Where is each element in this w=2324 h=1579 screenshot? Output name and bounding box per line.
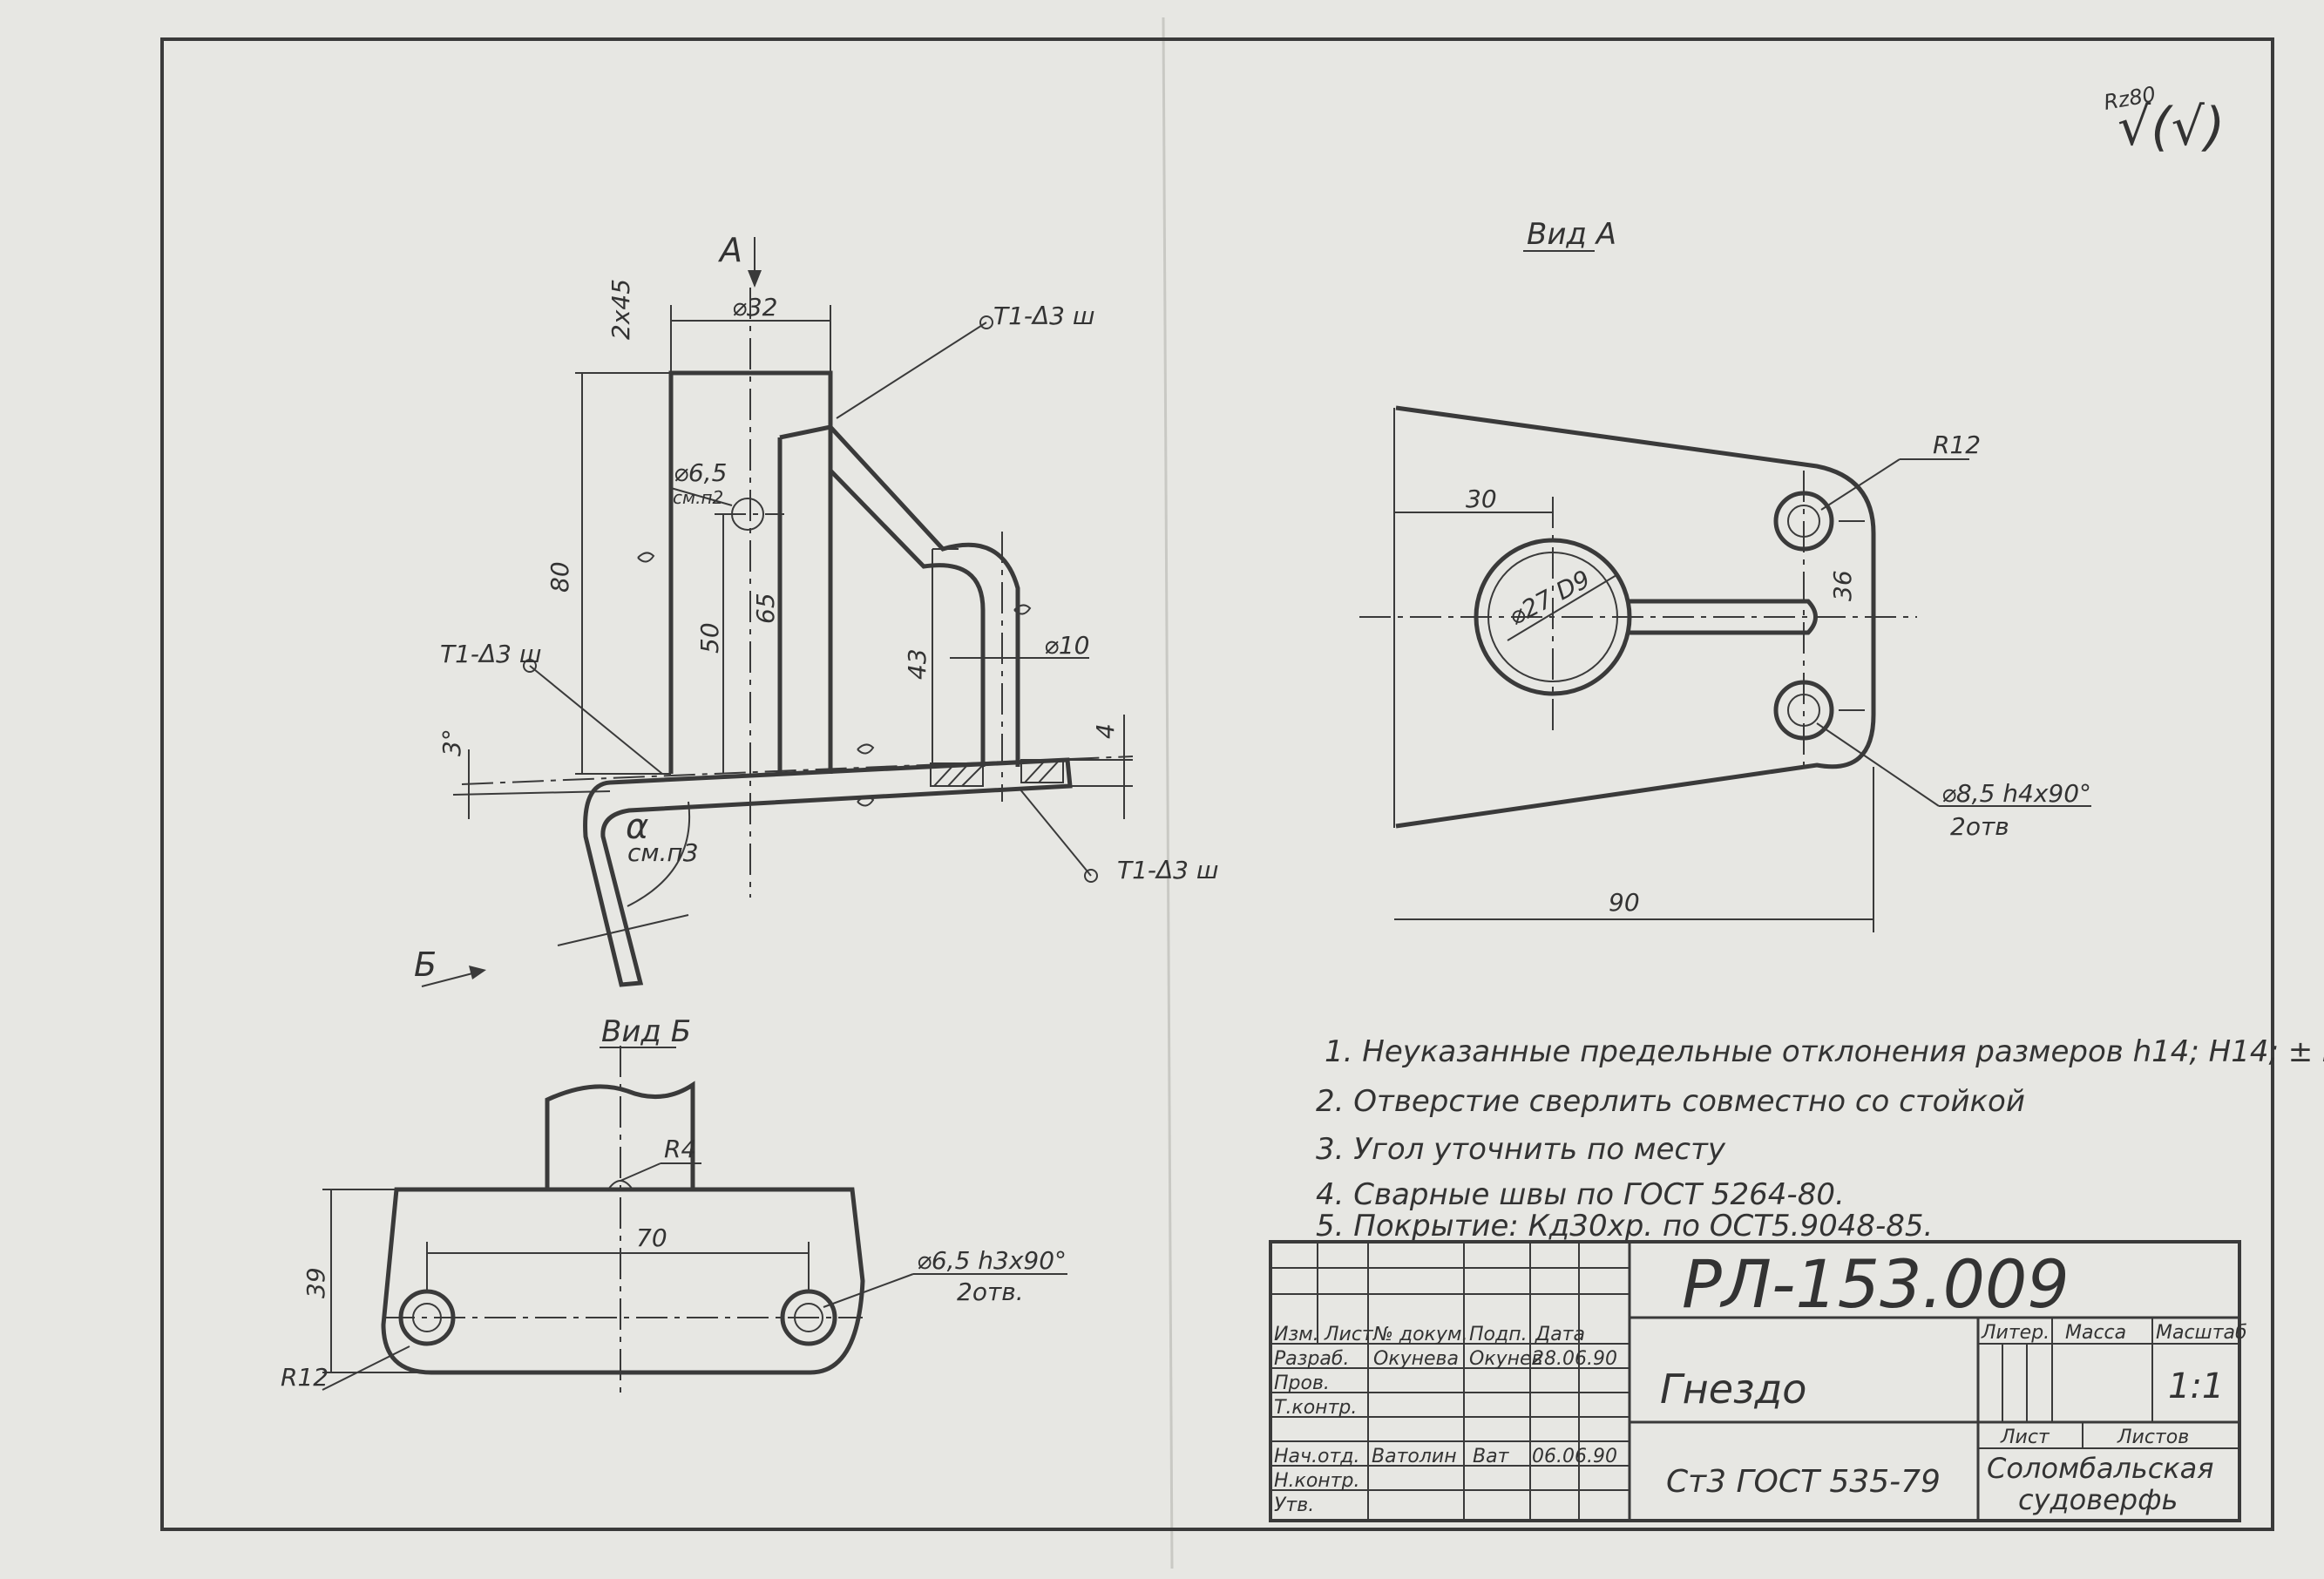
dim-65: 65 [751, 593, 780, 624]
tb-role-utv: Утв. [1274, 1494, 1314, 1516]
tb-col-scale: Масштаб [2156, 1322, 2247, 1344]
tb-sign-nachotd: Ват [1473, 1446, 1510, 1467]
tb-org-line2: судоверфь [2018, 1483, 2178, 1516]
tb-role-nachotd: Нач.отд. [1274, 1446, 1360, 1467]
view-a-holes-label: ⌀8,5 h4x90° [1941, 779, 2091, 808]
tb-scale: 1:1 [2168, 1366, 2224, 1406]
note-1: 1. Неуказанные предельные отклонения раз… [1325, 1034, 2324, 1069]
dim-angle3: 3° [437, 729, 466, 756]
dim-90: 90 [1609, 888, 1640, 917]
view-b: Вид Б 70 39 R4 R12 ⌀6,5 h3x90° 2отв. [281, 1014, 1067, 1394]
tb-name-nachotd: Ватолин [1372, 1446, 1457, 1467]
tb-hdr-izm: Изм. [1274, 1324, 1319, 1345]
tb-date-nachotd: 06.06.90 [1532, 1446, 1617, 1467]
note-4: 4. Сварные швы по ГОСТ 5264-80. [1316, 1177, 1845, 1212]
view-a-title: Вид А [1527, 217, 1616, 252]
dim-70: 70 [636, 1223, 667, 1252]
weld-label-left: T1-Δ3 ш [440, 640, 542, 668]
tb-part-name: Гнездо [1660, 1366, 1806, 1413]
tb-designation: РЛ-153.009 [1682, 1245, 2070, 1323]
tb-sign-razrab: Окунев [1469, 1348, 1543, 1370]
tb-material: Ст3 ГОСТ 535-79 [1666, 1464, 1941, 1500]
tb-sheet: Лист [2000, 1427, 2050, 1448]
hole-note: см.п2 [673, 487, 723, 508]
dim-chamfer: 2x45 [606, 279, 635, 340]
main-view: А ⌀32 2x45 80 [414, 231, 1219, 987]
view-b-arrow-label: Б [414, 945, 437, 984]
tb-role-prov: Пров. [1274, 1372, 1330, 1394]
title-block: Изм. Лист № докум. Подп. Дата Разраб. Ок… [1269, 1240, 2247, 1522]
dim-80: 80 [545, 561, 574, 593]
view-b-r12: R12 [281, 1363, 329, 1392]
note-2: 2. Отверстие сверлить совместно со стойк… [1316, 1084, 2025, 1119]
tb-name-razrab: Окунева [1373, 1348, 1459, 1370]
tb-role-tkontr: Т.контр. [1274, 1397, 1357, 1419]
dim-36: 36 [1828, 570, 1857, 601]
view-b-r4: R4 [664, 1135, 696, 1163]
tb-hdr-date: Дата [1535, 1324, 1585, 1345]
note-5: 5. Покрытие: Кд30хр. по ОСТ5.9048-85. [1316, 1209, 1933, 1244]
view-a-arrow-label: А [717, 231, 742, 269]
tb-hdr-list: Лист [1324, 1324, 1374, 1345]
dim-dia10: ⌀10 [1044, 631, 1090, 660]
dim-alpha: α [626, 807, 648, 847]
view-b-holes-count: 2отв. [957, 1277, 1024, 1306]
view-a-holes-count: 2отв [1950, 812, 2009, 841]
tb-hdr-sign: Подп. [1469, 1324, 1528, 1345]
tb-role-nkontr: Н.контр. [1274, 1470, 1359, 1492]
dim-alpha-note: см.п3 [627, 838, 699, 867]
view-b-title: Вид Б [601, 1014, 691, 1049]
hole-label: ⌀6,5 [674, 458, 727, 487]
note-3: 3. Угол уточнить по месту [1316, 1132, 1726, 1167]
tb-hdr-doc: № докум. [1372, 1324, 1467, 1345]
roughness-symbol: √(√) [2117, 97, 2225, 158]
technical-notes: 1. Неуказанные предельные отклонения раз… [1316, 1034, 2324, 1244]
dim-4: 4 [1091, 723, 1120, 739]
view-b-holes-label: ⌀6,5 h3x90° [917, 1246, 1067, 1275]
dim-30: 30 [1466, 485, 1497, 513]
tb-col-mass: Масса [2065, 1322, 2126, 1344]
view-a-r12: R12 [1933, 430, 1981, 459]
tb-col-lit: Литер. [1981, 1322, 2050, 1344]
drawing-frame [160, 37, 2274, 1531]
dim-50: 50 [695, 622, 724, 654]
tb-date-razrab: 28.06.90 [1532, 1348, 1617, 1370]
weld-label-top: T1-Δ3 ш [993, 302, 1095, 330]
tb-role-razrab: Разраб. [1274, 1348, 1349, 1370]
tb-org-line1: Соломбальская [1987, 1452, 2214, 1485]
weld-label-bottom: T1-Δ3 ш [1117, 856, 1219, 884]
tb-sheets: Листов [2117, 1427, 2189, 1448]
dim-dia32: ⌀32 [732, 293, 778, 322]
dim-43: 43 [903, 648, 932, 680]
dim-39: 39 [302, 1267, 330, 1298]
